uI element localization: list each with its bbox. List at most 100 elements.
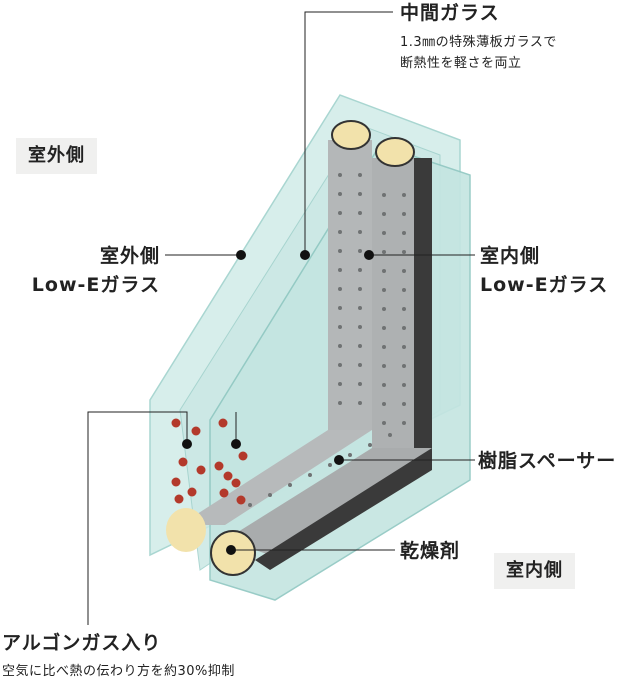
perforation-dot bbox=[338, 344, 342, 348]
perforation-dot bbox=[338, 306, 342, 310]
perforation-dot bbox=[402, 326, 406, 330]
spacer-bar-inner bbox=[372, 158, 416, 448]
spacer-shadow bbox=[414, 158, 432, 448]
perforation-dot bbox=[382, 307, 386, 311]
perforation-dot bbox=[382, 402, 386, 406]
perforation-dot bbox=[402, 231, 406, 235]
perforation-dot bbox=[338, 382, 342, 386]
argon-particle bbox=[187, 487, 197, 497]
marker-outdoor-lowe bbox=[236, 250, 246, 260]
middle-glass-title: 中間ガラス bbox=[400, 2, 500, 24]
perforation-dot bbox=[338, 173, 342, 177]
argon-particle bbox=[178, 457, 188, 467]
leader-middle-glass bbox=[304, 11, 393, 255]
argon-particle bbox=[196, 465, 206, 475]
perforation-dot bbox=[382, 193, 386, 197]
desiccant-bottom-left bbox=[166, 508, 206, 552]
perforation-dot bbox=[308, 473, 312, 477]
perforation-dot bbox=[402, 345, 406, 349]
perforation-dot bbox=[338, 192, 342, 196]
perforation-dot bbox=[358, 211, 362, 215]
perforation-dot bbox=[382, 383, 386, 387]
perforation-dot bbox=[358, 382, 362, 386]
perforation-dot bbox=[382, 345, 386, 349]
perforation-dot bbox=[338, 211, 342, 215]
perforation-dot bbox=[382, 269, 386, 273]
marker-middle-glass bbox=[300, 250, 310, 260]
argon-particle bbox=[214, 461, 224, 471]
argon-particle bbox=[236, 495, 246, 505]
resin-spacer-vertical bbox=[328, 140, 432, 448]
argon-particle bbox=[218, 418, 228, 428]
perforation-dot bbox=[358, 401, 362, 405]
argon-particle bbox=[238, 451, 248, 461]
resin-spacer-label: 樹脂スペーサー bbox=[478, 450, 617, 472]
spacer-bar-outer bbox=[328, 140, 372, 430]
desiccant-top-left bbox=[331, 120, 371, 150]
argon-desc: 空気に比べ熱の伝わり方を約30%抑制 bbox=[2, 664, 235, 679]
perforation-dot bbox=[358, 306, 362, 310]
leader-lines bbox=[87, 11, 475, 625]
argon-particle bbox=[219, 488, 229, 498]
spacer-perforations bbox=[248, 173, 406, 507]
perforation-dot bbox=[402, 288, 406, 292]
perforation-dot bbox=[348, 453, 352, 457]
perforation-dot bbox=[402, 193, 406, 197]
leader-markers bbox=[182, 250, 374, 555]
perforation-dot bbox=[268, 493, 272, 497]
argon-gas-particles bbox=[171, 418, 248, 505]
perforation-dot bbox=[402, 421, 406, 425]
perforation-dot bbox=[288, 483, 292, 487]
perforation-dot bbox=[338, 363, 342, 367]
argon-particle bbox=[231, 478, 241, 488]
perforation-dot bbox=[358, 192, 362, 196]
perforation-dot bbox=[382, 364, 386, 368]
argon-particle bbox=[171, 418, 181, 428]
indoor-lowe-line1: 室内側 bbox=[480, 245, 541, 267]
marker-desiccant bbox=[226, 545, 236, 555]
perforation-dot bbox=[338, 268, 342, 272]
resin-spacer-bottom-outer bbox=[180, 430, 372, 525]
perforation-dot bbox=[368, 443, 372, 447]
perforation-dot bbox=[382, 421, 386, 425]
perforation-dot bbox=[402, 402, 406, 406]
perforation-dot bbox=[382, 231, 386, 235]
marker-resin-spacer bbox=[334, 455, 344, 465]
middle-glass-desc-line1: 1.3㎜の特殊薄板ガラスで bbox=[400, 35, 557, 50]
perforation-dot bbox=[382, 288, 386, 292]
resin-spacer-bottom-inner bbox=[225, 448, 432, 555]
perforation-dot bbox=[358, 230, 362, 234]
outdoor-lowe-line1: 室外側 bbox=[99, 245, 160, 267]
argon-particle bbox=[174, 494, 184, 504]
desiccant-top-right bbox=[375, 137, 415, 167]
perforation-dot bbox=[402, 307, 406, 311]
marker-argon-left bbox=[182, 439, 192, 449]
perforation-dot bbox=[358, 363, 362, 367]
perforation-dot bbox=[248, 503, 252, 507]
argon-title: アルゴンガス入り bbox=[2, 632, 162, 654]
indoor-side-tag: 室内側 bbox=[494, 553, 575, 589]
perforation-dot bbox=[358, 249, 362, 253]
desiccant-label: 乾燥剤 bbox=[400, 540, 461, 562]
outdoor-side-tag: 室外側 bbox=[16, 138, 97, 174]
perforation-dot bbox=[402, 212, 406, 216]
middle-glass-desc-line2: 断熱性を軽さを両立 bbox=[400, 56, 522, 71]
perforation-dot bbox=[388, 433, 392, 437]
perforation-dot bbox=[338, 287, 342, 291]
perforation-dot bbox=[358, 173, 362, 177]
argon-particle bbox=[223, 471, 233, 481]
perforation-dot bbox=[382, 250, 386, 254]
marker-argon-right bbox=[231, 439, 241, 449]
indoor-lowe-line2: Low-Eガラス bbox=[480, 274, 609, 296]
outdoor-lowe-line2: Low-Eガラス bbox=[31, 274, 160, 296]
perforation-dot bbox=[358, 325, 362, 329]
argon-particle bbox=[191, 426, 201, 436]
perforation-dot bbox=[402, 383, 406, 387]
perforation-dot bbox=[338, 230, 342, 234]
perforation-dot bbox=[338, 325, 342, 329]
perforation-dot bbox=[402, 364, 406, 368]
marker-indoor-lowe bbox=[364, 250, 374, 260]
perforation-dot bbox=[358, 344, 362, 348]
